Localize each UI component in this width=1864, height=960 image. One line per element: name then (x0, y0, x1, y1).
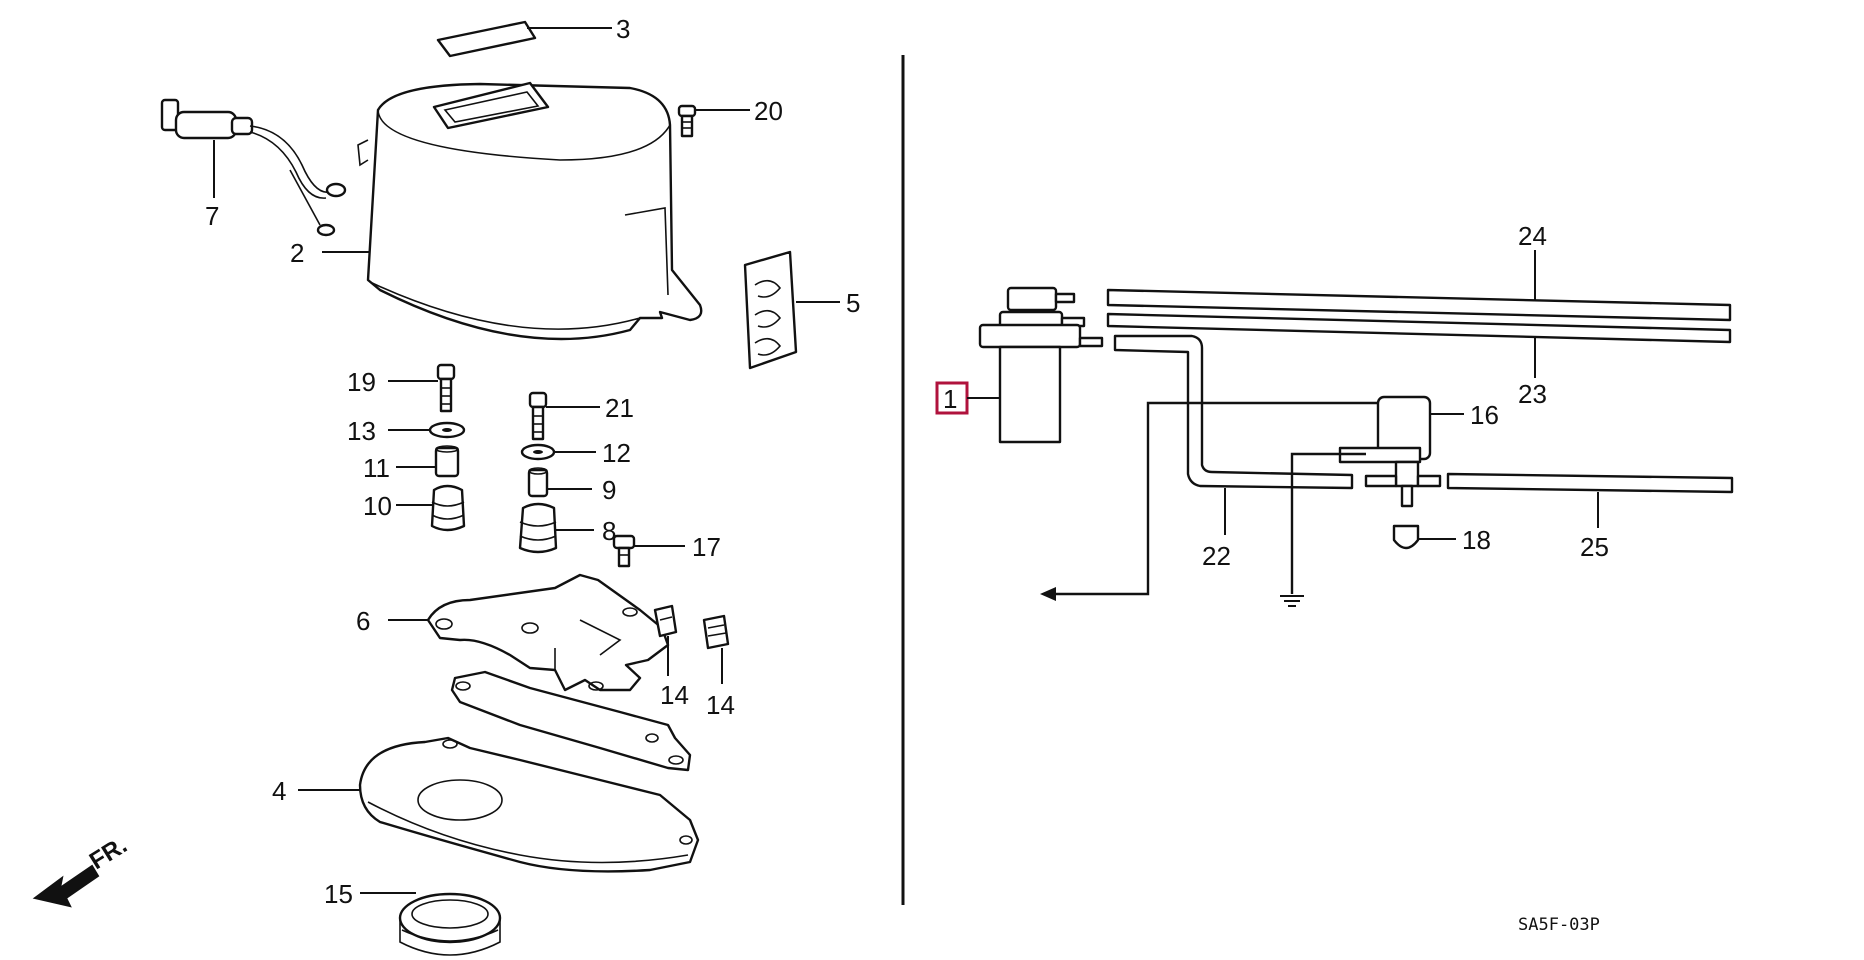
part-24-vacuum-tube[interactable] (1106, 288, 1732, 322)
part-13-washer[interactable] (428, 421, 466, 439)
part-20-screw[interactable] (677, 104, 697, 138)
part-22-bent-tube[interactable] (1113, 334, 1354, 490)
callout-23: 23 (1518, 379, 1547, 409)
callout-22: 22 (1202, 541, 1231, 571)
part-14-clip-b[interactable] (702, 614, 730, 650)
callout-19: 19 (347, 367, 376, 397)
wiring-signal-line (1040, 401, 1378, 601)
callout-10: 10 (363, 491, 392, 521)
part-3-cover-plate[interactable] (436, 20, 537, 58)
part-11-collar[interactable] (434, 445, 460, 478)
callout-17: 17 (692, 532, 721, 562)
callout-15: 15 (324, 879, 353, 909)
part-14-clip-a[interactable] (653, 604, 678, 638)
callout-20: 20 (754, 96, 783, 126)
wiring-ground-line (1280, 452, 1366, 607)
part-19-bolt[interactable] (436, 363, 456, 413)
part-2-main-cover[interactable] (357, 81, 703, 341)
part-23-vacuum-tube[interactable] (1106, 312, 1732, 344)
callout-25: 25 (1580, 532, 1609, 562)
part-4-gasket[interactable] (358, 736, 700, 873)
callout-11: 11 (363, 453, 390, 483)
callout-5: 5 (846, 288, 860, 318)
callout-1: 1 (943, 384, 957, 414)
front-direction-arrow: FR. (32, 832, 132, 908)
callout-2: 2 (290, 238, 304, 268)
callout-24: 24 (1518, 221, 1547, 251)
callout-7: 7 (205, 201, 219, 231)
part-9-collar[interactable] (527, 467, 549, 498)
callout-12: 12 (602, 438, 631, 468)
callout-14a: 14 (660, 680, 689, 710)
part-25-vacuum-tube[interactable] (1446, 472, 1734, 494)
part-12-washer[interactable] (520, 443, 556, 461)
part-10-rubber-mount[interactable] (430, 484, 466, 532)
diagram-code: SA5F-03P (1518, 915, 1600, 935)
part-21-bolt[interactable] (528, 391, 548, 441)
part-6-mounting-bracket[interactable] (426, 573, 670, 692)
callout-18: 18 (1462, 525, 1491, 555)
part-1-control-unit[interactable] (978, 286, 1104, 444)
part-15-seal-ring[interactable] (398, 892, 502, 956)
part-18-cap[interactable] (1392, 524, 1420, 550)
callout-13: 13 (347, 416, 376, 446)
callout-9: 9 (602, 475, 616, 505)
part-7-sensor-harness[interactable] (160, 98, 347, 237)
part-8-rubber-mount[interactable] (518, 502, 558, 554)
callout-16: 16 (1470, 400, 1499, 430)
part-16-solenoid-valve[interactable] (1338, 395, 1442, 508)
base-plate[interactable] (450, 670, 692, 772)
callout-6: 6 (356, 606, 370, 636)
part-17-screw[interactable] (612, 534, 636, 568)
callout-3: 3 (616, 14, 630, 44)
callout-14b: 14 (706, 690, 735, 720)
callout-4: 4 (272, 776, 286, 806)
part-5-hose-bracket[interactable] (743, 250, 798, 370)
callout-21: 21 (605, 393, 634, 423)
